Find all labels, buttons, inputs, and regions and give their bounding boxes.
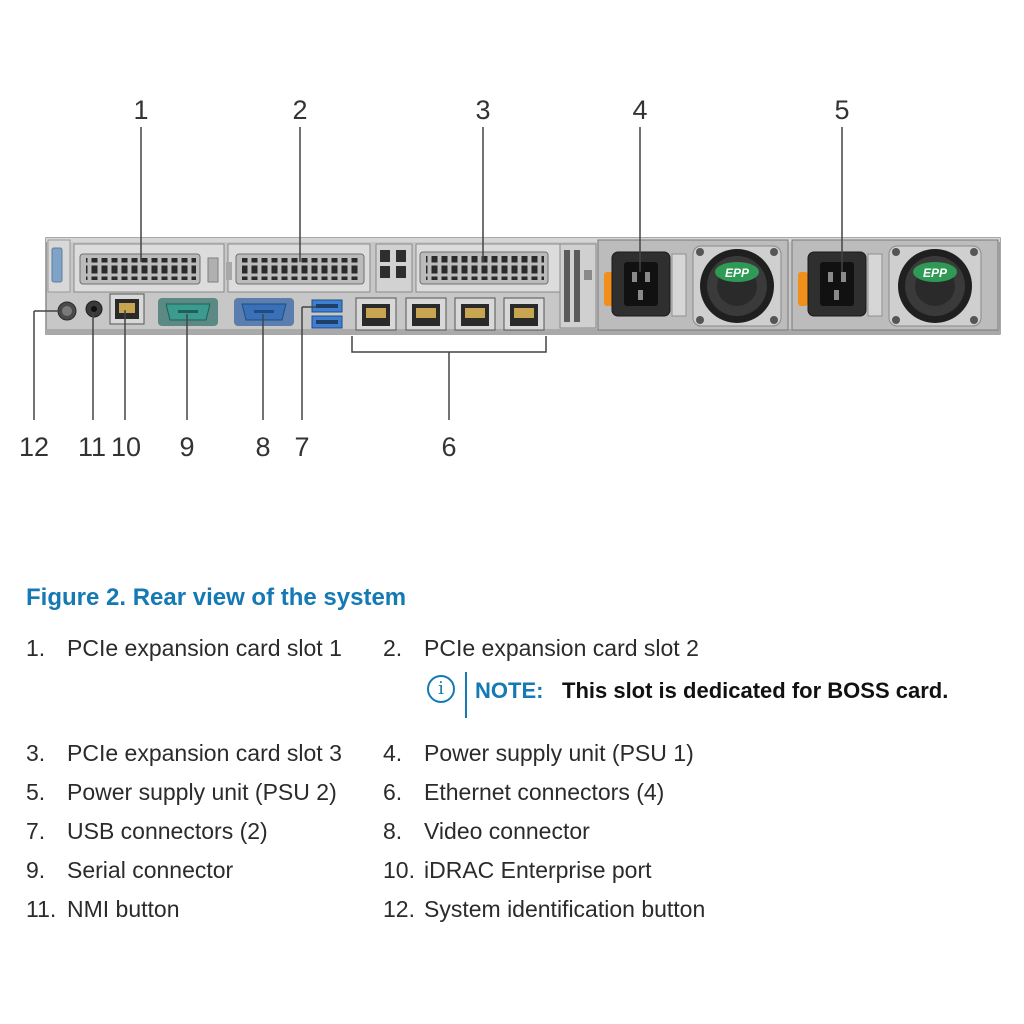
psu-1[interactable]: EPP [597, 239, 789, 331]
legend-text: Serial connector [67, 857, 234, 883]
info-icon: i [427, 675, 455, 703]
rack-latch [47, 239, 71, 293]
ethernet-port-1[interactable] [355, 297, 397, 331]
nmi-button[interactable] [85, 300, 103, 318]
legend-text: Video connector [424, 818, 590, 844]
legend-item-12: 12. System identification button [383, 896, 705, 923]
callout-11: 11 [78, 432, 106, 462]
legend-text: PCIe expansion card slot 1 [67, 635, 342, 661]
legend-text: iDRAC Enterprise port [424, 857, 652, 883]
callout-6: 6 [441, 432, 456, 462]
center-vent [375, 243, 413, 293]
legend-item-6: 6. Ethernet connectors (4) [383, 779, 664, 806]
legend-item-1: 1. PCIe expansion card slot 1 [26, 635, 342, 662]
usb-connectors[interactable] [311, 299, 343, 329]
psu-2-fan: EPP [888, 245, 982, 327]
legend-number: 8. [383, 818, 403, 844]
legend-item-2: 2. PCIe expansion card slot 2 [383, 635, 699, 662]
legend-item-5: 5. Power supply unit (PSU 2) [26, 779, 337, 806]
ethernet-port-4[interactable] [503, 297, 545, 331]
callout-12: 12 [19, 432, 49, 462]
legend-item-10: 10. iDRAC Enterprise port [383, 857, 652, 884]
system-id-button[interactable] [57, 301, 77, 321]
callout-4: 4 [632, 95, 647, 125]
legend-text: Power supply unit (PSU 1) [424, 740, 694, 766]
legend-text: Ethernet connectors (4) [424, 779, 665, 805]
legend-item-8: 8. Video connector [383, 818, 590, 845]
psu-1-fan: EPP [692, 245, 782, 327]
callout-9: 9 [179, 432, 194, 462]
server-rear-diagram: EPP EPP [19, 95, 1001, 462]
figure-caption: Figure 2. Rear view of the system [26, 584, 407, 611]
ethernet-port-2[interactable] [405, 297, 447, 331]
callout-1: 1 [133, 95, 148, 125]
psu-1-fan-badge: EPP [725, 266, 750, 280]
pcie-slot-1[interactable] [73, 243, 225, 293]
note-divider [465, 672, 467, 718]
legend-text: USB connectors (2) [67, 818, 268, 844]
legend-number: 5. [26, 779, 46, 805]
leader-lines [33, 127, 843, 420]
legend-number: 1. [26, 635, 46, 661]
legend-text: PCIe expansion card slot 2 [424, 635, 699, 661]
legend-number: 9. [26, 857, 46, 883]
legend-number: 6. [383, 779, 403, 805]
pcie-slot-3[interactable] [415, 243, 561, 293]
callout-5: 5 [834, 95, 849, 125]
legend-text: Power supply unit (PSU 2) [67, 779, 337, 805]
idrac-port[interactable] [109, 293, 145, 325]
ethernet-connectors[interactable] [355, 297, 545, 331]
legend-number: 3. [26, 740, 46, 766]
callout-2: 2 [292, 95, 307, 125]
pcie-slot-2[interactable] [226, 243, 371, 293]
legend-item-7: 7. USB connectors (2) [26, 818, 268, 845]
legend-number: 10. [383, 857, 415, 883]
legend-item-3: 3. PCIe expansion card slot 3 [26, 740, 342, 767]
legend-text: NMI button [67, 896, 180, 922]
legend-number: 7. [26, 818, 46, 844]
legend-text: PCIe expansion card slot 3 [67, 740, 342, 766]
serial-connector[interactable] [158, 298, 218, 326]
ethernet-port-3[interactable] [454, 297, 496, 331]
psu-2[interactable]: EPP [791, 239, 999, 331]
legend-number: 2. [383, 635, 403, 661]
side-grille [559, 243, 597, 329]
note-text: This slot is dedicated for BOSS card. [562, 678, 949, 703]
psu-2-fan-badge: EPP [923, 266, 948, 280]
callout-3: 3 [475, 95, 490, 125]
legend-number: 4. [383, 740, 403, 766]
legend-item-11: 11. NMI button [26, 896, 180, 923]
legend-text: System identification button [424, 896, 706, 922]
legend-item-4: 4. Power supply unit (PSU 1) [383, 740, 694, 767]
callout-7: 7 [294, 432, 309, 462]
callout-8: 8 [255, 432, 270, 462]
callout-numbers: 1 2 3 4 5 6 7 8 9 10 11 12 [19, 95, 850, 462]
note-label: NOTE: [475, 678, 544, 703]
legend-number: 12. [383, 896, 415, 922]
callout-10: 10 [111, 432, 141, 462]
legend-number: 11. [26, 896, 57, 922]
legend-item-9: 9. Serial connector [26, 857, 233, 884]
video-connector[interactable] [234, 298, 294, 326]
